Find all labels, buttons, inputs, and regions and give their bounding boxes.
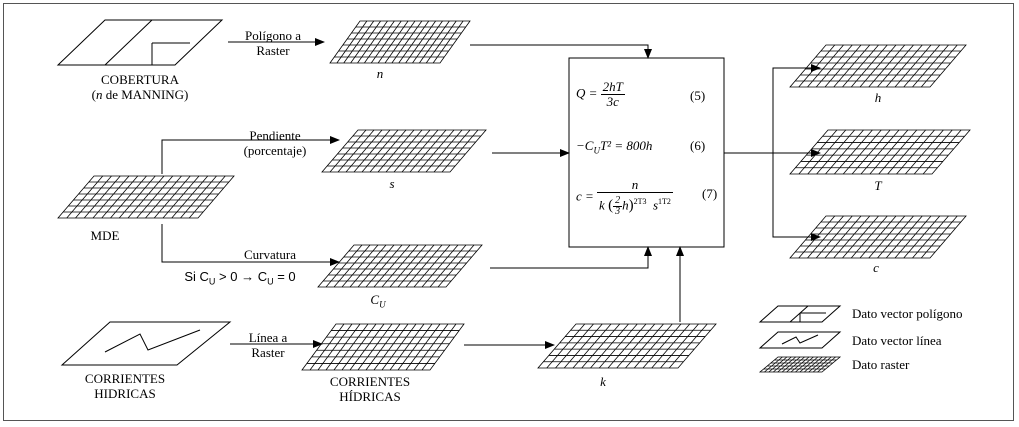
legend-raster-label: Dato raster bbox=[852, 357, 910, 372]
output-T bbox=[789, 129, 971, 175]
raster-n bbox=[329, 20, 471, 64]
raster-n-label: n bbox=[376, 66, 384, 81]
raster-k-label: k bbox=[600, 374, 606, 389]
legend-line-label: Dato vector línea bbox=[852, 333, 942, 348]
arrow-box-to-h bbox=[772, 64, 821, 153]
output-c-label: c bbox=[873, 260, 879, 275]
flow-arrows bbox=[161, 38, 821, 349]
corrientes-input-label: CORRIENTES HIDRICAS bbox=[84, 371, 166, 401]
arrow-mde-curvatura bbox=[161, 224, 340, 266]
mde-raster bbox=[57, 175, 235, 219]
corrientes-raster bbox=[301, 323, 465, 371]
cobertura-label: COBERTURA (n de MANNING) bbox=[91, 72, 189, 102]
output-T-label: T bbox=[874, 178, 882, 193]
raster-k bbox=[537, 323, 717, 369]
arrow-n-to-box bbox=[470, 44, 652, 59]
pendiente-label: Pendiente (porcentaje) bbox=[243, 128, 307, 158]
legend-polygon-icon bbox=[758, 305, 842, 323]
output-c bbox=[789, 215, 967, 259]
figure-frame bbox=[3, 3, 1014, 421]
corrientes-line-icon bbox=[60, 321, 232, 366]
output-h bbox=[789, 44, 967, 88]
cobertura-polygon-icon bbox=[56, 19, 224, 66]
equation-6: −CUT² = 800h bbox=[576, 138, 653, 156]
equation-6-number: (6) bbox=[690, 138, 706, 153]
legend-line-icon bbox=[758, 331, 842, 349]
poligono-raster-label: Polígono a Raster bbox=[245, 28, 301, 58]
raster-s-label: s bbox=[389, 176, 395, 191]
equation-7-number: (7) bbox=[702, 186, 718, 201]
curvatura-condition: Si CU > 0 → CU = 0 bbox=[184, 269, 296, 287]
raster-cu-label: CU bbox=[370, 292, 386, 310]
output-h-label: h bbox=[874, 90, 882, 105]
mde-label: MDE bbox=[90, 228, 120, 243]
curvatura-label: Curvatura bbox=[244, 247, 296, 262]
raster-cu bbox=[317, 244, 483, 288]
corrientes-raster-label: CORRIENTES HÍDRICAS bbox=[329, 374, 411, 404]
legend-polygon-label: Dato vector polígono bbox=[852, 306, 963, 321]
raster-s bbox=[321, 129, 487, 173]
arrow-cu-to-box bbox=[490, 246, 652, 269]
arrow-mde-pendiente bbox=[161, 136, 340, 174]
legend-raster-icon bbox=[758, 356, 842, 373]
arrow-box-to-c bbox=[772, 153, 821, 241]
equation-5-number: (5) bbox=[690, 88, 706, 103]
linea-raster-label: Línea a Raster bbox=[248, 330, 288, 360]
